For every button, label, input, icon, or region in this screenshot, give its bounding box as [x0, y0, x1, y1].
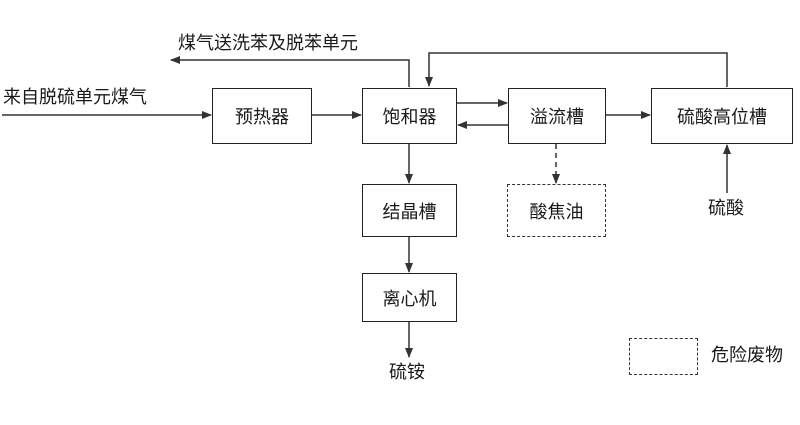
gas-out-label: 煤气送洗苯及脱苯单元	[178, 33, 358, 54]
sulfuric-acid-label: 硫酸	[708, 198, 744, 219]
ammonium-sulfate-label: 硫铵	[389, 362, 425, 383]
centrifuge-label: 离心机	[382, 288, 437, 310]
arrow-acidtank-saturator	[425, 52, 728, 87]
saturator-box: 饱和器	[362, 88, 457, 144]
crystal-tank-box: 结晶槽	[362, 184, 457, 237]
overflow-tank-label: 溢流槽	[530, 107, 584, 128]
acid-head-tank-label: 硫酸高位槽	[677, 107, 767, 128]
preheater-label: 预热器	[235, 107, 289, 128]
legend-hazardous-swatch	[629, 338, 698, 375]
legend-hazardous-label: 危险废物	[711, 345, 783, 366]
centrifuge-box: 离心机	[362, 273, 457, 322]
gas-in-label: 来自脱硫单元煤气	[3, 87, 147, 108]
saturator-label: 饱和器	[382, 107, 437, 128]
overflow-tank-box: 溢流槽	[508, 88, 606, 144]
preheater-box: 预热器	[212, 88, 312, 144]
acid-head-tank-box: 硫酸高位槽	[651, 88, 793, 144]
acid-tar-box: 酸焦油	[507, 184, 606, 237]
crystal-tank-label: 结晶槽	[382, 201, 437, 223]
acid-tar-label: 酸焦油	[529, 201, 584, 223]
arrow-gas-out	[170, 56, 410, 87]
